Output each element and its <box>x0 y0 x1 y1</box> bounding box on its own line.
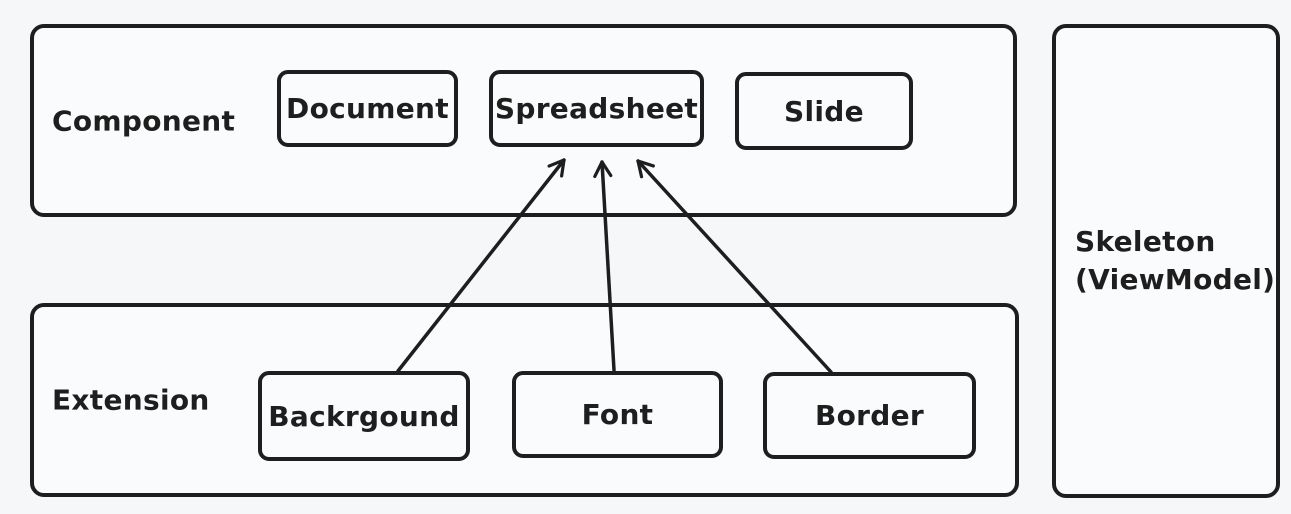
node-slide: Slide <box>735 72 913 150</box>
skeleton-label-line1: Skeleton <box>1075 225 1216 258</box>
component-label: Component <box>52 104 236 137</box>
node-border-label: Border <box>814 399 925 432</box>
skeleton-container: Skeleton (ViewModel) <box>1052 24 1280 498</box>
node-document-label: Document <box>286 92 449 125</box>
node-background-label: Backrgound <box>268 399 460 433</box>
node-document: Document <box>277 70 458 147</box>
node-spreadsheet-label: Spreadsheet <box>494 92 699 125</box>
node-font: Font <box>512 371 723 458</box>
node-background: Backrgound <box>258 371 470 461</box>
component-container: Component Document Spreadsheet Slide <box>30 24 1017 217</box>
node-slide-label: Slide <box>784 94 864 128</box>
node-spreadsheet: Spreadsheet <box>489 70 704 147</box>
extension-container: Extension Backrgound Font Border <box>30 303 1019 497</box>
skeleton-label-line2: (ViewModel) <box>1075 263 1276 296</box>
extension-label: Extension <box>52 383 210 417</box>
node-font-label: Font <box>581 398 654 431</box>
node-border: Border <box>763 372 976 459</box>
